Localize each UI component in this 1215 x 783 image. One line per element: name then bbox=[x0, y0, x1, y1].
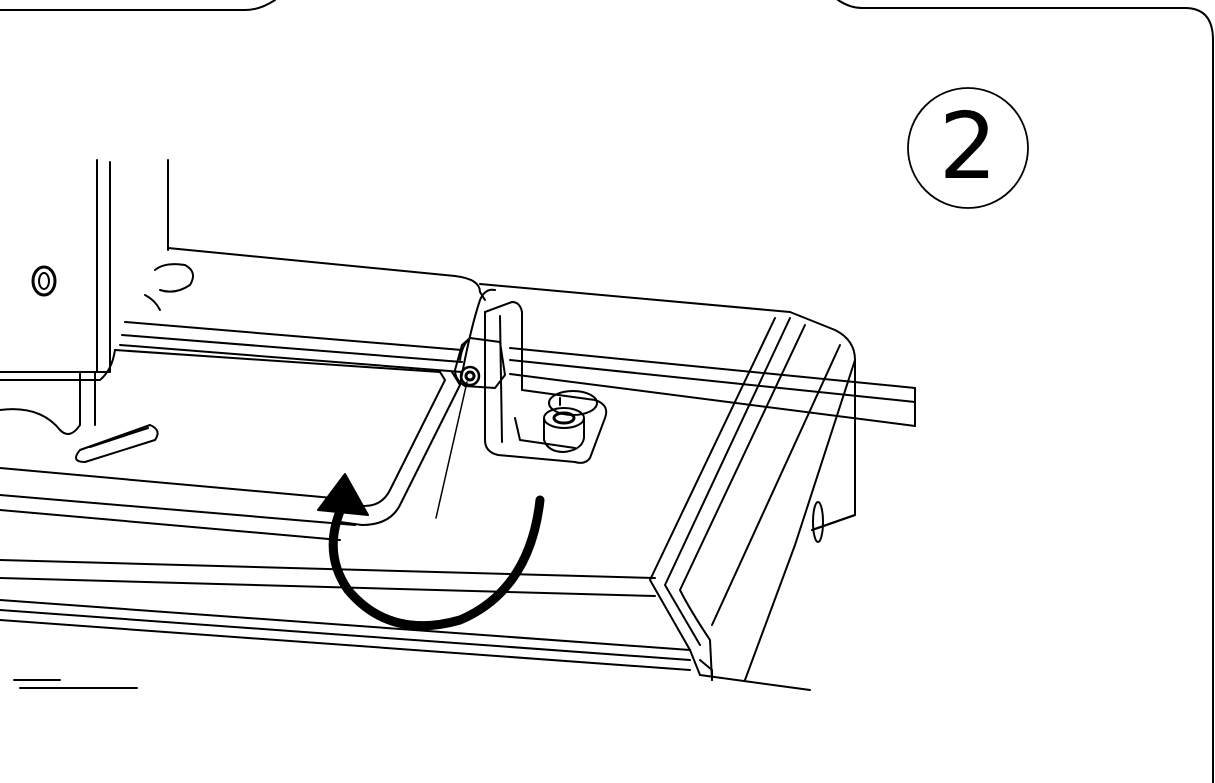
rotate-clockwise-arrow-icon bbox=[317, 473, 545, 631]
step-number-circle bbox=[907, 87, 1029, 209]
step-number: 2 bbox=[938, 93, 998, 200]
step-block bbox=[114, 288, 496, 526]
base-plate bbox=[0, 247, 856, 691]
upright-bracket bbox=[0, 159, 169, 435]
shaft-collar bbox=[435, 337, 506, 519]
guide-rod bbox=[119, 321, 916, 427]
l-bracket bbox=[484, 301, 608, 464]
end-block bbox=[649, 317, 856, 681]
socket-bolt bbox=[543, 390, 598, 453]
